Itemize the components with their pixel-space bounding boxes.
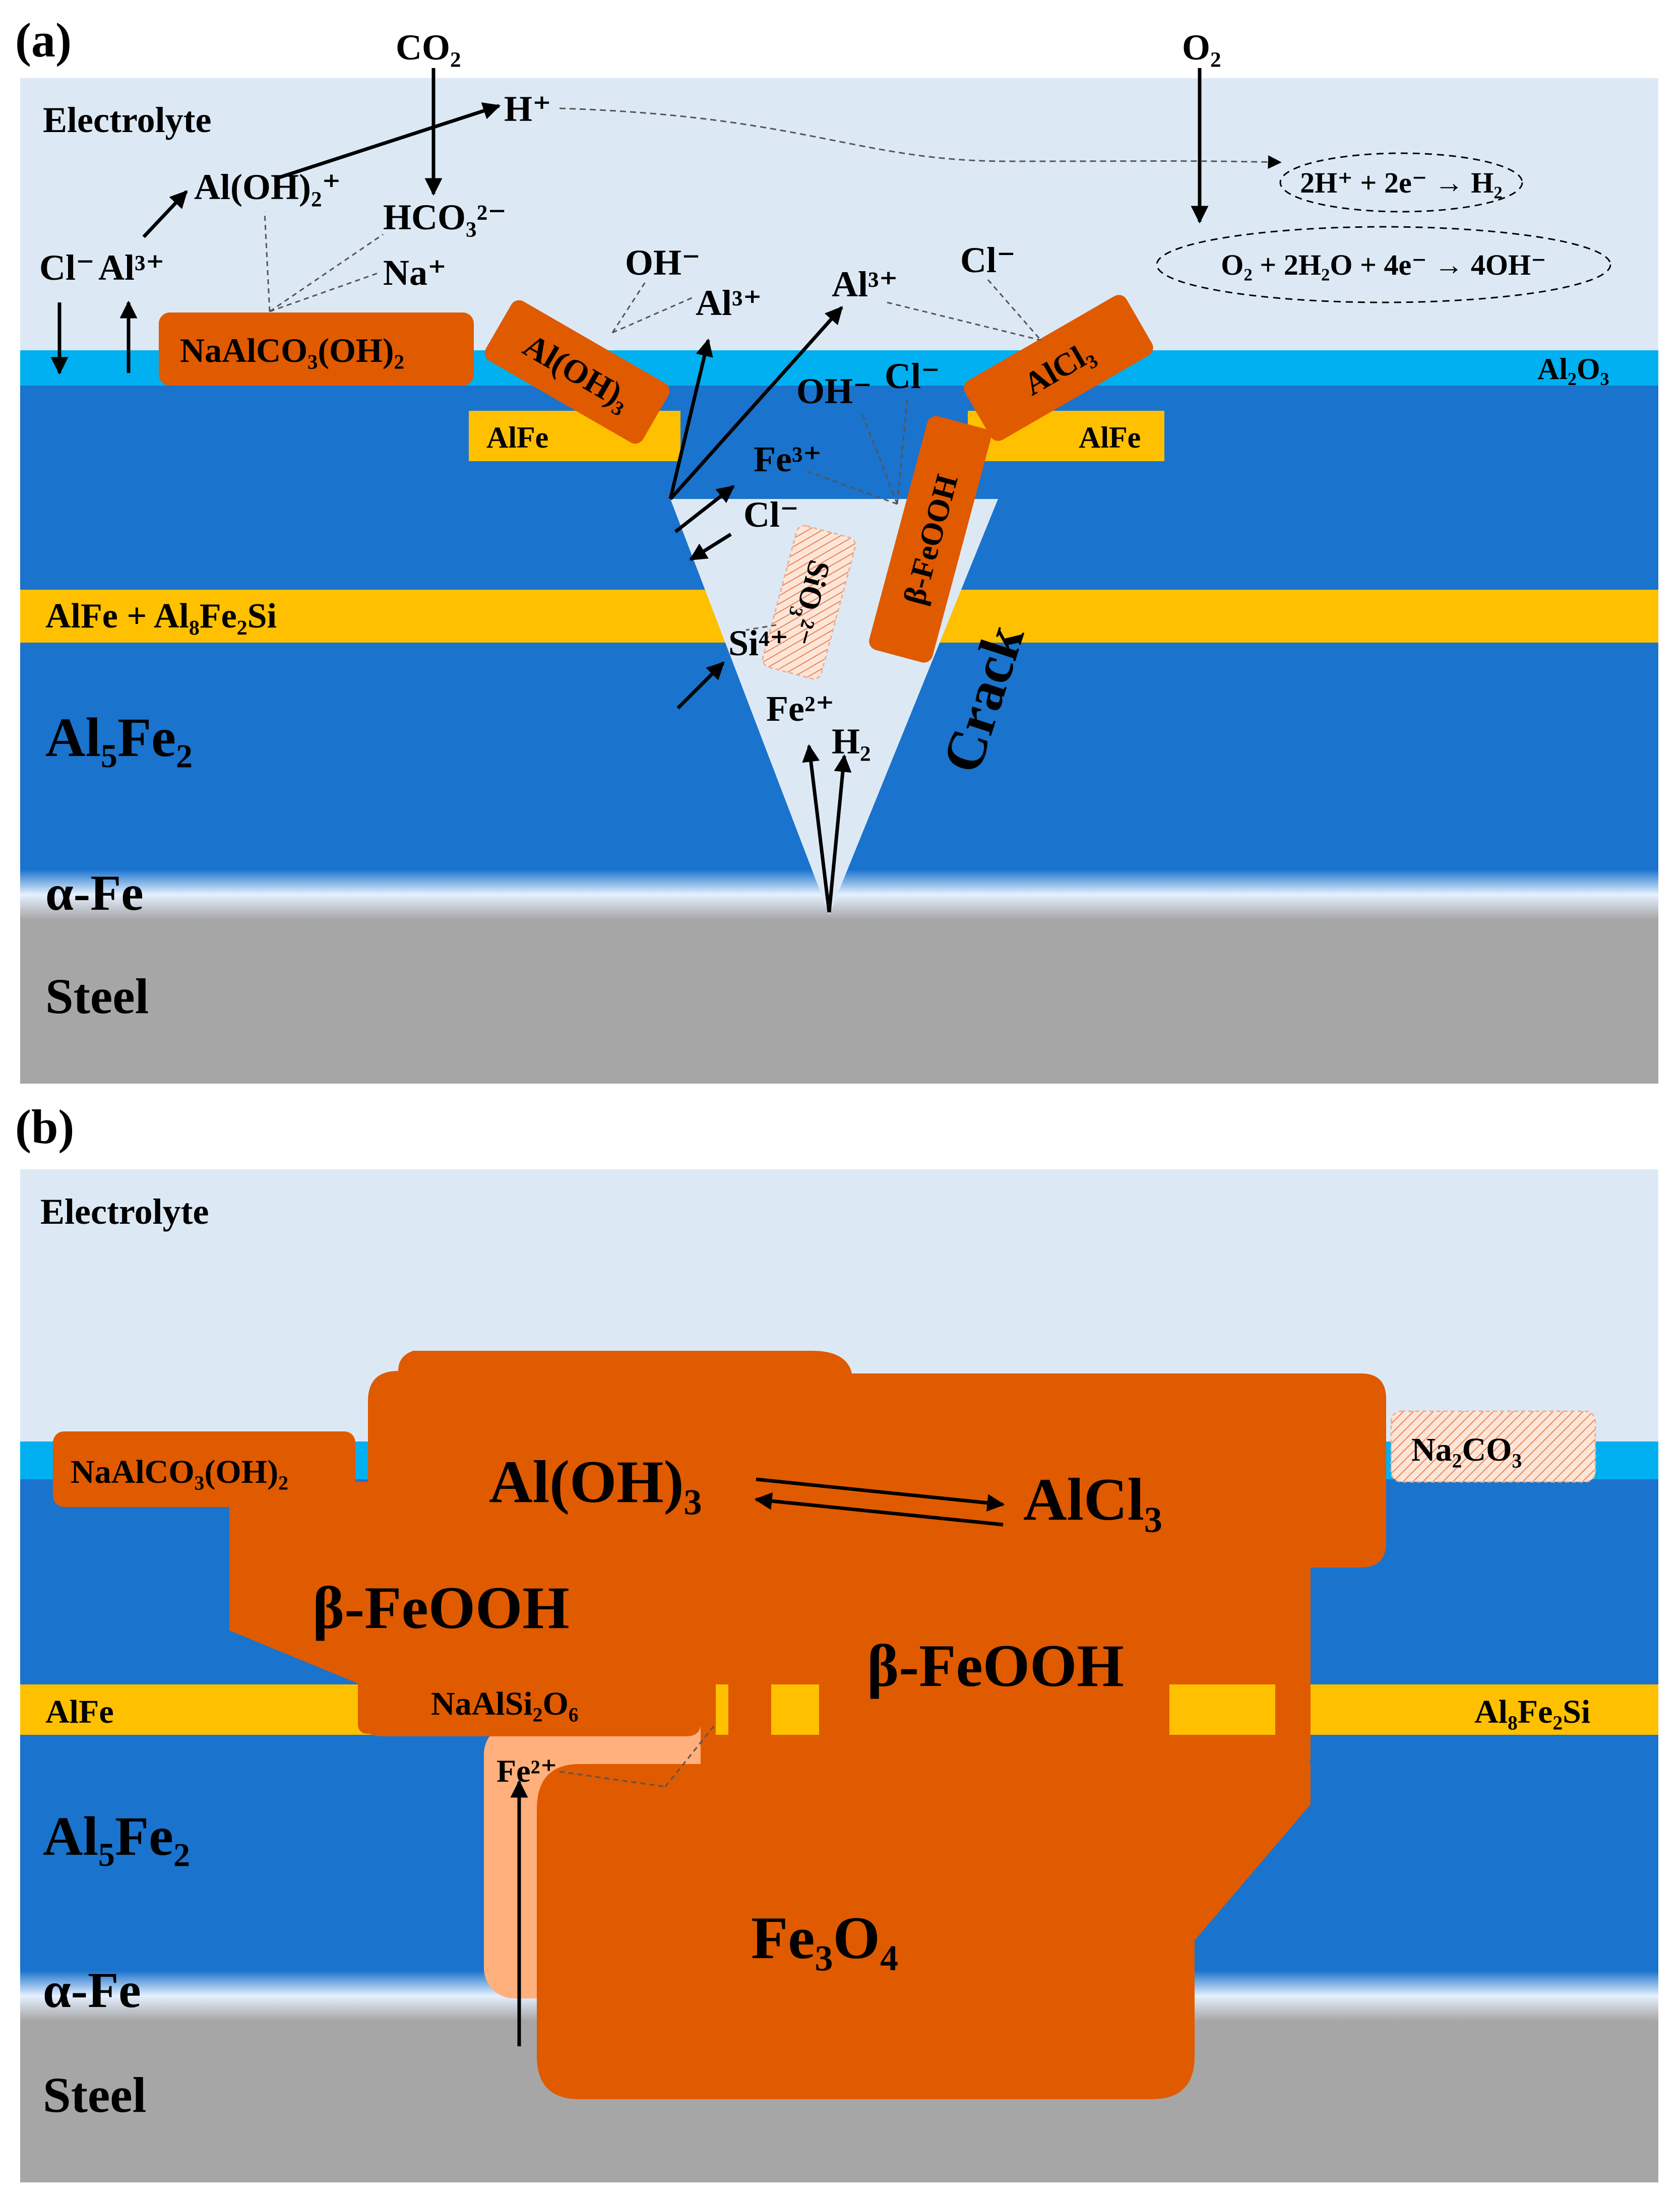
aloh3-label-b: Al(OH)₃ — [489, 1448, 702, 1515]
h2-label: H₂ — [832, 721, 871, 762]
al8fe2si-label-b: Al₈Fe₂Si — [1474, 1693, 1590, 1730]
alcl3-label-b: AlCl₃ — [1023, 1466, 1162, 1533]
h-plus-label: H⁺ — [504, 89, 551, 129]
si4-plus-label: Si⁴⁺ — [728, 623, 789, 663]
alfe-left-label: AlFe — [486, 421, 548, 454]
alpha-fe-label-b: α-Fe — [43, 1962, 141, 2018]
hco3-label: HCO₃²⁻ — [383, 197, 507, 237]
fe2-plus-label: Fe²⁺ — [766, 688, 835, 729]
oh-minus-top-label: OH⁻ — [625, 242, 701, 283]
na-plus-label: Na⁺ — [383, 253, 447, 293]
co2-label: CO₂ — [396, 27, 461, 68]
cl-minus-crack-label: Cl⁻ — [885, 356, 940, 396]
equilibrium-arrows — [754, 1477, 1005, 1527]
alcl3-deposit: AlCl₃ — [964, 295, 1153, 441]
panel-b: (b) Electrolyte AlFe Al₈Fe₂Si Al₅Fe₂ α-F… — [15, 1100, 1658, 2182]
cl-minus-left-label: Cl⁻ — [39, 247, 95, 288]
oh-minus-crack-label: OH⁻ — [796, 371, 872, 411]
al3-mid-label: Al³⁺ — [696, 283, 762, 323]
naalco3oh2-deposit — [159, 312, 474, 386]
panel-a-label: (a) — [15, 13, 72, 67]
alfe-label-b: AlFe — [45, 1693, 114, 1730]
alfe-remnant-3 — [1169, 1684, 1275, 1735]
naalsi2o6-label: NaAlSi₂O₆ — [431, 1685, 579, 1722]
h-plus-to-hydrogen-arrow — [559, 107, 1282, 169]
sio3-deposit: SiO₃²⁻ — [762, 525, 856, 680]
al3-left-label: Al³⁺ — [98, 247, 165, 288]
oxygen-reaction-ellipse — [1156, 226, 1611, 303]
feooh-right-label-b: β-FeOOH — [867, 1632, 1124, 1699]
oxygen-reaction: O₂ + 2H₂O + 4e⁻ → 4OH⁻ — [1221, 248, 1546, 281]
naalsi2o6-deposit — [358, 1671, 696, 1734]
panel-b-leader-lines — [559, 1723, 717, 1788]
cl-minus-top-right-label: Cl⁻ — [960, 240, 1016, 280]
naalco3oh2-label-b: NaAlCO₃(OH)₂ — [71, 1454, 288, 1490]
alpha-fe-label: α-Fe — [45, 865, 144, 921]
panel-a-leader-lines — [264, 211, 1042, 631]
steel-label-b: Steel — [43, 2067, 146, 2123]
alfe-remnant-2 — [771, 1684, 819, 1735]
cl-minus-lower-label: Cl⁻ — [743, 494, 799, 535]
fe2-plus-label-b: Fe²⁺ — [496, 1753, 557, 1789]
electrolyte-label: Electrolyte — [43, 100, 212, 140]
fe3o4-deposit — [537, 1764, 1311, 2099]
al5fe2-label-b: Al₅Fe₂ — [43, 1805, 190, 1867]
o2-label: O₂ — [1182, 27, 1221, 68]
electrolyte-label-b: Electrolyte — [40, 1191, 209, 1232]
alfe-remnant-1 — [716, 1684, 728, 1735]
hydrogen-reaction: 2H⁺ + 2e⁻ → H₂ — [1300, 166, 1503, 199]
panel-b-label: (b) — [15, 1100, 74, 1154]
panel-a-arrows — [50, 68, 1209, 913]
steel-layer — [20, 920, 1658, 1084]
fe3o4-label-b: Fe₃O₄ — [751, 1904, 898, 1971]
panel-a: (a) Electrolyte Al₂O₃ AlFe AlFe AlFe + A… — [15, 13, 1658, 1084]
hydrogen-reaction-ellipse — [1279, 152, 1523, 213]
feooh-left-label-b: β-FeOOH — [313, 1574, 570, 1641]
al5fe2-label: Al₅Fe₂ — [45, 707, 193, 768]
al-oh2-plus-label: Al(OH)₂⁺ — [194, 167, 341, 207]
al3-right-label: Al³⁺ — [832, 264, 898, 304]
alfe-right-label: AlFe — [1079, 421, 1141, 454]
naalco3oh2-deposit-b — [53, 1431, 355, 1507]
steel-label: Steel — [45, 968, 149, 1024]
alfe-al8fe2si-label: AlFe + Al₈Fe₂Si — [45, 597, 277, 636]
naalco3oh2-label: NaAlCO₃(OH)₂ — [180, 331, 404, 369]
na2co3-label: Na₂CO₃ — [1411, 1431, 1522, 1468]
electrolyte-region — [20, 78, 1658, 350]
al2o3-label: Al₂O₃ — [1537, 352, 1609, 386]
na2co3-deposit — [1390, 1410, 1596, 1483]
